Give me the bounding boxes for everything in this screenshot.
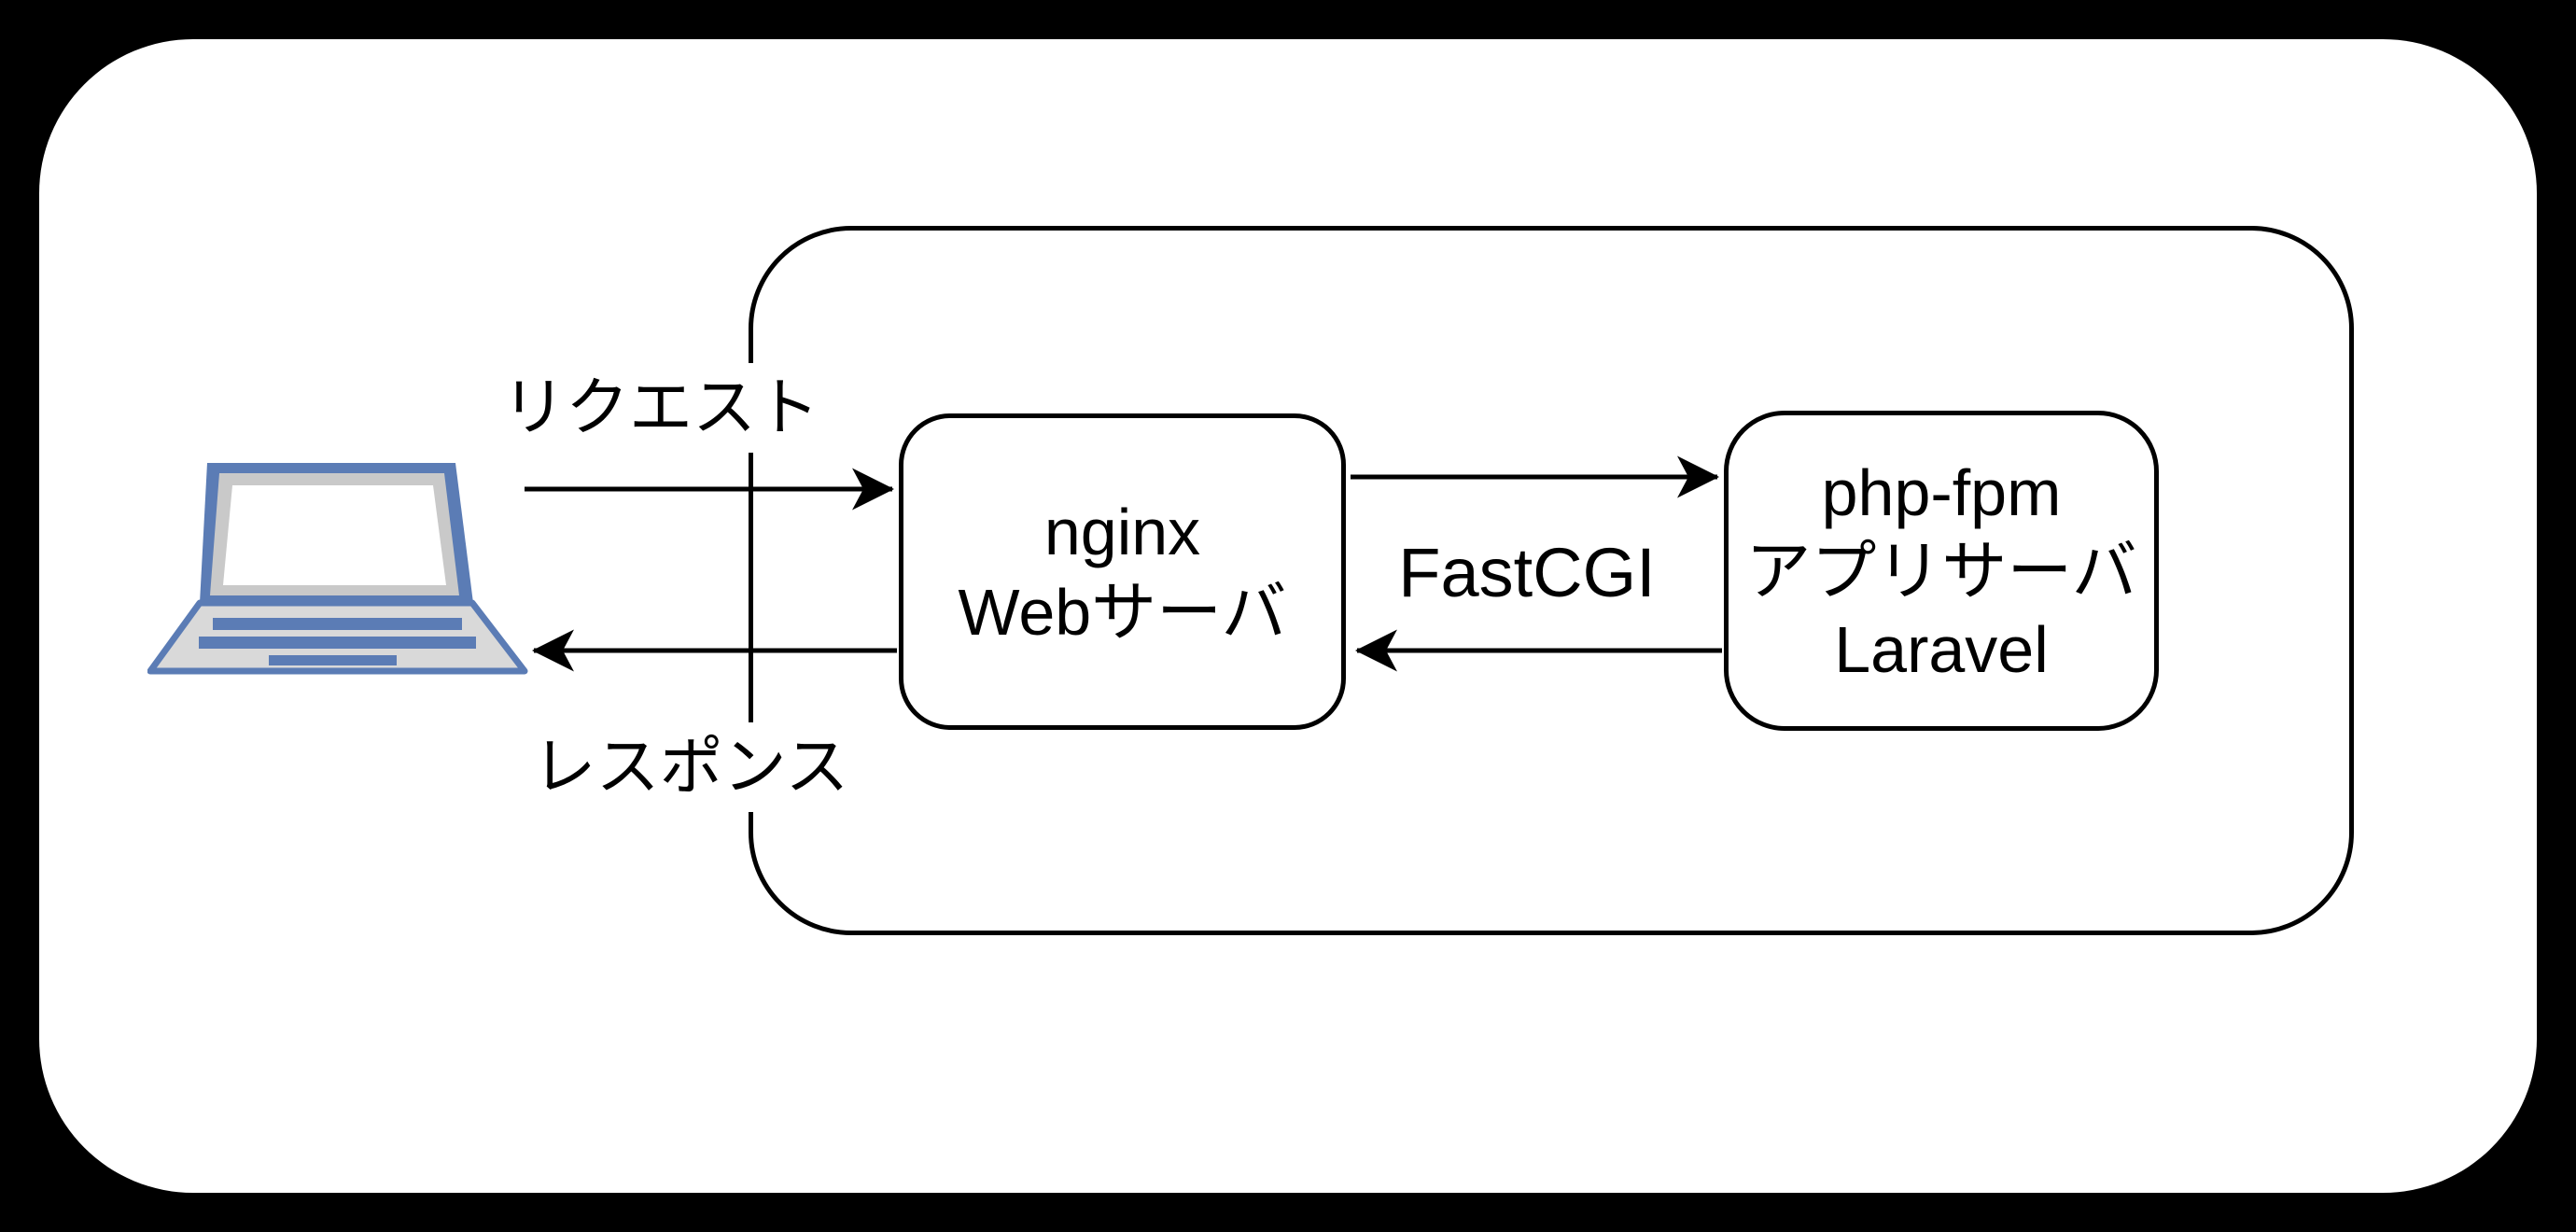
nginx-box: nginx Webサーバ xyxy=(899,413,1346,730)
phpfpm-box-line3: Laravel xyxy=(1834,612,2049,686)
phpfpm-box-line1: php-fpm xyxy=(1821,455,2062,529)
phpfpm-box: php-fpm アプリサーバ Laravel xyxy=(1724,411,2159,731)
fastcgi-label: FastCGI xyxy=(1385,529,1669,617)
nginx-box-line2: Webサーバ xyxy=(958,575,1287,649)
server-boundary-box xyxy=(749,226,2354,935)
page-background: nginx Webサーバ php-fpm アプリサーバ Laravel リクエス… xyxy=(39,39,2537,1193)
laptop-icon xyxy=(147,463,528,675)
laptop-screen xyxy=(223,485,446,585)
nginx-box-line1: nginx xyxy=(1043,495,1201,568)
laptop-keyboard-line xyxy=(199,637,476,649)
request-label: リクエスト xyxy=(484,363,837,453)
response-label: レスポンス xyxy=(515,722,866,812)
phpfpm-box-line2: アプリサーバ xyxy=(1745,534,2137,608)
laptop-trackpad-line xyxy=(269,655,397,665)
laptop-keyboard-line xyxy=(213,618,462,630)
